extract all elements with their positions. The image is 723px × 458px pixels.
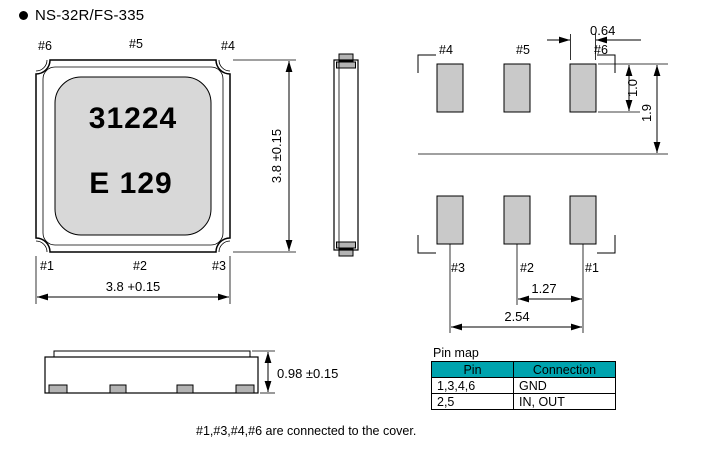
marking-line-1: 31224 xyxy=(89,102,177,135)
dim-body-width: 3.8 +0.15 xyxy=(106,279,161,294)
land-pattern: #4 #5 #6 #3 #2 #1 0.64 1.0 1.9 xyxy=(417,23,668,333)
outline-corner-bottom-left xyxy=(417,235,436,254)
front-terminal-1 xyxy=(48,384,68,394)
pad-2 xyxy=(503,195,531,245)
pin-map-header-connection: Connection xyxy=(513,361,616,378)
land-pin2-label: #2 xyxy=(520,261,534,275)
outline-corner-top-right xyxy=(597,54,616,73)
dim-pitch-small: 1.27 xyxy=(531,281,556,296)
pin-map-row: 1,3,4,6 GND xyxy=(431,377,616,394)
pin-map-cell-pins: 1,3,4,6 xyxy=(431,377,514,394)
top-view: 31224 E 129 #6 #5 #4 #1 #2 #3 3.8 ±0.15 … xyxy=(35,37,296,304)
land-pin6-label: #6 xyxy=(594,43,608,57)
pad-4 xyxy=(436,63,464,113)
drawing-title-row: NS-32R/FS-335 xyxy=(19,7,144,24)
front-body-outline xyxy=(44,356,259,394)
front-terminal-4 xyxy=(235,384,255,394)
side-bottom-terminal xyxy=(338,248,354,257)
top-view-pin3-label: #3 xyxy=(212,259,226,273)
pin-map-header-row: Pin Connection xyxy=(431,361,616,378)
front-terminal-2 xyxy=(109,384,127,394)
castellation-arc-bottom-right xyxy=(218,240,231,253)
front-view: 0.98 ±0.15 xyxy=(44,350,338,394)
pin-map-header-pin: Pin xyxy=(431,361,514,378)
package-outline xyxy=(35,59,231,253)
dim-pkg-height: 0.98 ±0.15 xyxy=(277,366,338,381)
castellation-arc-bottom-left xyxy=(35,240,48,253)
dim-pitch-large: 2.54 xyxy=(504,309,529,324)
bullet-icon xyxy=(19,11,28,20)
top-view-pin6-label: #6 xyxy=(38,39,52,53)
pin-map-row: 2,5 IN, OUT xyxy=(431,393,616,410)
dim-row-pitch: 1.9 xyxy=(639,104,654,122)
top-view-pin4-label: #4 xyxy=(221,39,235,53)
pin-map-title: Pin map xyxy=(433,346,479,360)
dim-pad-height: 1.0 xyxy=(625,79,640,97)
pin-map-cell-connection: GND xyxy=(513,377,616,394)
metal-lid xyxy=(54,76,212,236)
castellation-arc-top-left xyxy=(35,59,48,72)
dim-pad-width: 0.64 xyxy=(590,23,615,38)
marking-line-2: E 129 xyxy=(89,167,172,200)
side-view xyxy=(333,53,359,257)
front-lid xyxy=(53,350,251,358)
dim-body-height: 3.8 ±0.15 xyxy=(269,129,284,183)
outline-corner-top-left xyxy=(417,54,436,73)
side-inner-pad-top xyxy=(336,61,356,69)
land-pin3-label: #3 xyxy=(451,261,465,275)
side-inner-pad-bottom xyxy=(336,241,356,249)
castellation-arc-top-right xyxy=(218,59,231,72)
part-number-title: NS-32R/FS-335 xyxy=(35,7,145,24)
top-view-pin1-label: #1 xyxy=(40,259,54,273)
front-terminal-3 xyxy=(176,384,194,394)
pin-map-cell-connection: IN, OUT xyxy=(513,393,616,410)
cover-connection-note: #1,#3,#4,#6 are connected to the cover. xyxy=(196,424,417,438)
top-view-pin5-label: #5 xyxy=(129,37,143,51)
side-body-outline xyxy=(333,59,359,251)
land-pin5-label: #5 xyxy=(516,43,530,57)
outline-corner-bottom-right xyxy=(597,235,616,254)
side-top-terminal xyxy=(338,53,354,62)
pad-6 xyxy=(569,63,597,113)
pin-map-table: Pin Connection 1,3,4,6 GND 2,5 IN, OUT xyxy=(431,361,616,410)
land-pin4-label: #4 xyxy=(439,43,453,57)
land-pin1-label: #1 xyxy=(585,261,599,275)
pin-map-cell-pins: 2,5 xyxy=(431,393,514,410)
pad-3 xyxy=(436,195,464,245)
lid-seat-outline xyxy=(42,66,224,246)
pad-1 xyxy=(569,195,597,245)
top-view-pin2-label: #2 xyxy=(133,259,147,273)
pad-5 xyxy=(503,63,531,113)
